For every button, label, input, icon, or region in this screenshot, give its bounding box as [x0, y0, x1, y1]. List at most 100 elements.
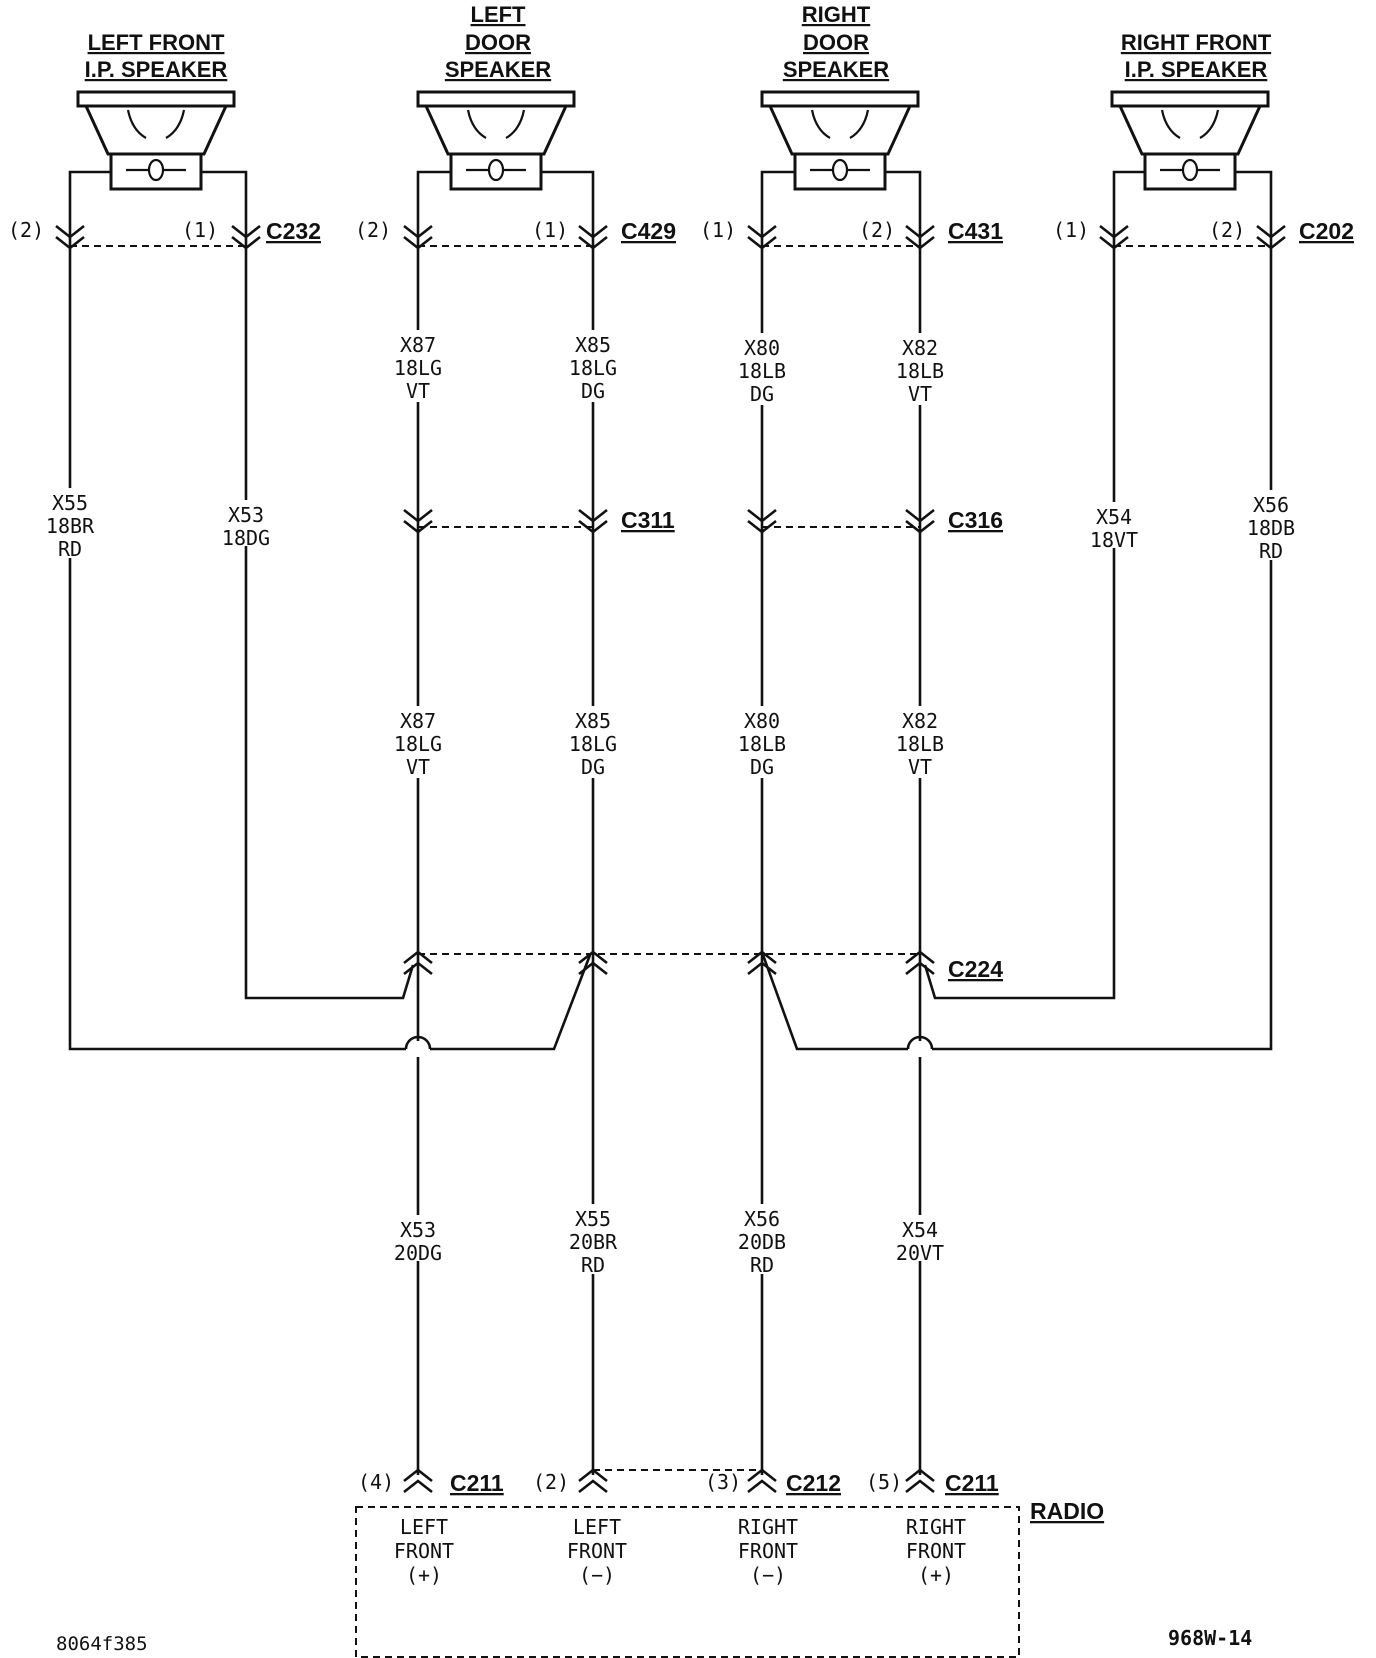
wire-x53-bot-circuit: X53	[400, 1218, 436, 1242]
wire-x85-a-circuit: X85	[575, 333, 611, 357]
wire-x80-a-circuit: X80	[744, 336, 780, 360]
wire-x85-b-gauge: 18LG	[569, 732, 617, 756]
radio-lf-neg-line1: LEFT	[573, 1515, 621, 1539]
connector-c429-label: C429	[621, 218, 676, 244]
right-ip-speaker-leads	[761, 170, 1273, 1051]
pin-c431-2: (2)	[859, 218, 895, 242]
left-ip-speaker-leads	[68, 170, 592, 1051]
radio-lf-pos-line2: FRONT	[394, 1539, 454, 1563]
wire-x80-b-gauge: 18LB	[738, 732, 786, 756]
wire-x87-b-circuit: X87	[400, 709, 436, 733]
radio-rf-neg-line2: FRONT	[738, 1539, 798, 1563]
wire-x54-top-circuit: X54	[1096, 505, 1132, 529]
left-ip-title-line2: I.P. SPEAKER	[85, 57, 228, 82]
wire-x56-top-gauge: 18DB	[1247, 516, 1295, 540]
connector-c431-label: C431	[948, 218, 1003, 244]
pin-c232-2: (2)	[8, 218, 44, 242]
wire-x54-bot-circuit: X54	[902, 1218, 938, 1242]
pin-c202-1: (1)	[1053, 218, 1089, 242]
connector-c211-left-label: C211	[450, 1470, 504, 1496]
wire-x54-top-gauge: 18VT	[1090, 528, 1138, 552]
connector-c202-label: C202	[1299, 218, 1354, 244]
pin-c232-1: (1)	[182, 218, 218, 242]
radio-rf-pos-line3: (+)	[918, 1563, 954, 1587]
right-ip-title-line2: I.P. SPEAKER	[1125, 57, 1268, 82]
wire-x82-b-circuit: X82	[902, 709, 938, 733]
radio-lf-neg-line2: FRONT	[567, 1539, 627, 1563]
wire-x85-b-circuit: X85	[575, 709, 611, 733]
left-ip-title-line1: LEFT FRONT	[88, 30, 225, 55]
wire-x56-bot-color: RD	[750, 1253, 774, 1277]
radio-lf-pos-line1: LEFT	[400, 1515, 448, 1539]
pin-c431-1: (1)	[700, 218, 736, 242]
radio-rf-pos-line1: RIGHT	[906, 1515, 966, 1539]
wire-x56-bot-gauge: 20DB	[738, 1230, 786, 1254]
wire-x56-top-circuit: X56	[1253, 493, 1289, 517]
left-door-title-line1: LEFT	[471, 2, 527, 27]
wire-x85-b-color: DG	[581, 755, 605, 779]
wire-x85-a-color: DG	[581, 379, 605, 403]
wire-x56-top-color: RD	[1259, 539, 1283, 563]
pin-radio-5: (5)	[866, 1470, 902, 1494]
wire-x87-a-circuit: X87	[400, 333, 436, 357]
wire-x85-a-gauge: 18LG	[569, 356, 617, 380]
connector-c316-label: C316	[948, 507, 1003, 533]
wire-x56-bot-circuit: X56	[744, 1207, 780, 1231]
wire-x54-bot-gauge: 20VT	[896, 1241, 944, 1265]
connector-c224-label: C224	[948, 956, 1003, 982]
right-door-title-line3: SPEAKER	[783, 57, 889, 82]
wire-x82-a-color: VT	[908, 382, 932, 406]
connector-dashed-links	[70, 245, 1271, 1658]
wire-x80-b-circuit: X80	[744, 709, 780, 733]
wire-x82-b-gauge: 18LB	[896, 732, 944, 756]
left-door-title-line2: DOOR	[465, 30, 531, 55]
wire-x55-top-color: RD	[58, 537, 82, 561]
wire-x55-bot-circuit: X55	[575, 1207, 611, 1231]
connector-c232-label: C232	[266, 218, 321, 244]
wire-x87-a-gauge: 18LG	[394, 356, 442, 380]
pin-c429-2: (2)	[355, 218, 391, 242]
wire-x55-top-gauge: 18BR	[46, 514, 95, 538]
radio-title: RADIO	[1030, 1498, 1104, 1524]
wire-x80-a-color: DG	[750, 382, 774, 406]
pin-c202-2: (2)	[1209, 218, 1245, 242]
wire-labels: X55 18BR RD X53 18DG X87 18LG VT X85 18L…	[46, 333, 1295, 1277]
right-door-title-line2: DOOR	[803, 30, 869, 55]
radio-lf-neg-line3: (−)	[579, 1563, 615, 1587]
right-front-ip-speaker	[1110, 90, 1270, 191]
wire-x53-top-circuit: X53	[228, 503, 264, 527]
wire-x80-b-color: DG	[750, 755, 774, 779]
connector-chevrons	[55, 224, 1286, 1494]
pin-radio-3: (3)	[705, 1470, 741, 1494]
radio-rf-pos-line2: FRONT	[906, 1539, 966, 1563]
pin-c429-1: (1)	[532, 218, 568, 242]
wire-x55-bot-color: RD	[581, 1253, 605, 1277]
wire-x87-a-color: VT	[406, 379, 430, 403]
radio-terminal-labels: LEFT FRONT (+) LEFT FRONT (−) RIGHT FRON…	[394, 1515, 966, 1587]
right-ip-title-line1: RIGHT FRONT	[1121, 30, 1272, 55]
wire-x53-bot-gauge: 20DG	[394, 1241, 442, 1265]
right-door-speaker	[760, 90, 920, 191]
figure-ref-left: 8064f385	[56, 1633, 148, 1655]
connector-c211-right-label: C211	[945, 1470, 999, 1496]
radio-rf-neg-line3: (−)	[750, 1563, 786, 1587]
wire-x82-a-circuit: X82	[902, 336, 938, 360]
left-front-ip-speaker	[76, 90, 236, 191]
right-door-speaker-leads	[760, 170, 922, 1475]
left-door-title-line3: SPEAKER	[445, 57, 551, 82]
wire-x55-top-circuit: X55	[52, 491, 88, 515]
wire-x87-b-gauge: 18LG	[394, 732, 442, 756]
wire-x53-top-gauge: 18DG	[222, 526, 270, 550]
left-door-speaker	[416, 90, 576, 191]
pin-radio-4: (4)	[358, 1470, 394, 1494]
wire-x82-a-gauge: 18LB	[896, 359, 944, 383]
wire-label-backgrounds	[40, 330, 1301, 1274]
wire-x82-b-color: VT	[908, 755, 932, 779]
wire-x55-bot-gauge: 20BR	[569, 1230, 618, 1254]
wire-crossings	[404, 1035, 934, 1057]
radio-lf-pos-line3: (+)	[406, 1563, 442, 1587]
connector-c311-label: C311	[621, 507, 675, 533]
right-door-title-line1: RIGHT	[802, 2, 871, 27]
